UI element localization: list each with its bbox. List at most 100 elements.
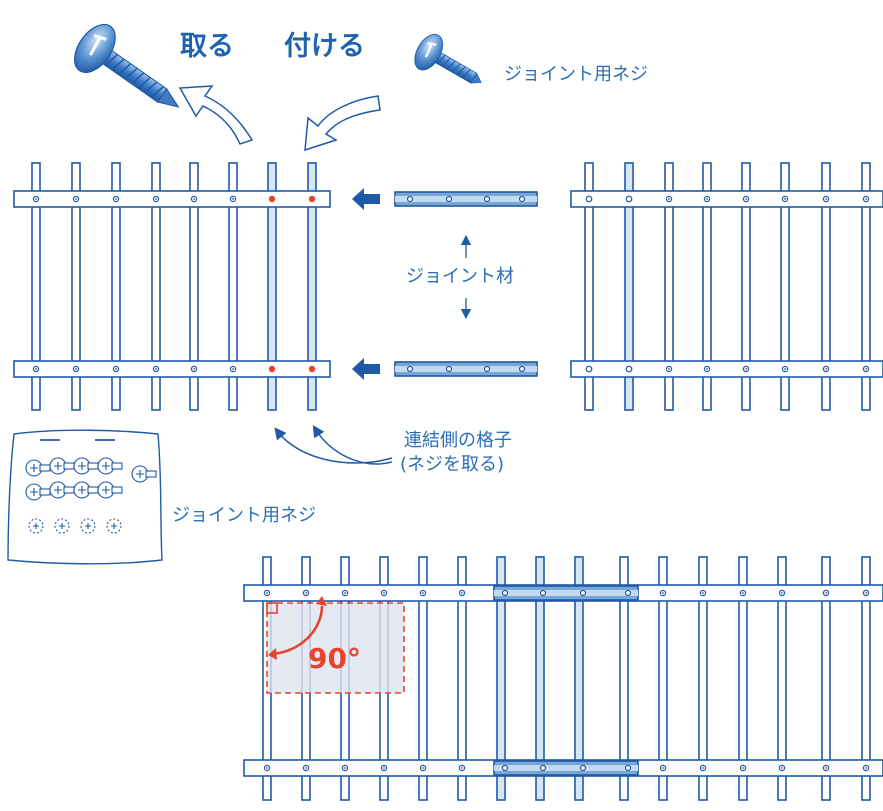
connect-side-note: (ネジを取る) [400, 454, 505, 475]
joint-screw-hole [579, 589, 587, 597]
screw-hole-dot [155, 368, 157, 370]
screw-hole-dot [662, 592, 664, 594]
removed-screw-dot [308, 365, 316, 373]
screw-hole-dot [781, 592, 783, 594]
screw-hole-dot [706, 368, 708, 370]
screw-hole-dot [266, 767, 268, 769]
screw-shaft [63, 462, 75, 470]
cross-slot [54, 462, 62, 470]
picket [664, 162, 674, 411]
cross-slot [59, 523, 65, 529]
removed-screw-dot [308, 195, 316, 203]
right-angle-guide [266, 596, 405, 694]
screw-hole [585, 365, 593, 373]
screw-shaft [111, 462, 123, 470]
screw-hole-dot [784, 368, 786, 370]
picket [698, 556, 708, 801]
joint-screw-hole [539, 764, 547, 772]
curved-arrow-icon [274, 427, 393, 464]
screw-hole-dot [662, 767, 664, 769]
picket [111, 162, 121, 411]
remove-arrow-icon [178, 85, 254, 145]
screw-box [7, 429, 163, 565]
curved-arrow-icon [312, 424, 393, 465]
screw-hole-dot [305, 592, 307, 594]
picket [619, 556, 629, 801]
attach-label: 付ける [284, 31, 365, 62]
screw-hole-dot [115, 198, 117, 200]
screw-hole-dot [745, 198, 747, 200]
screw-hole-dot [461, 767, 463, 769]
screw-hole-dot [75, 368, 77, 370]
screw-hole-dot [383, 592, 385, 594]
cross-slot [102, 462, 110, 470]
screw-hole-dot [155, 198, 157, 200]
push-arrow-icon [352, 188, 380, 210]
cross-slot [30, 464, 38, 472]
picket [658, 556, 668, 801]
screw-hole [625, 365, 633, 373]
left-fence-section [13, 162, 331, 411]
screw-hole-dot [781, 767, 783, 769]
joint-screw-hole [539, 589, 547, 597]
screw-shaft [39, 464, 51, 472]
picket [31, 162, 41, 411]
joint-screw-hole [579, 764, 587, 772]
cross-slot [30, 488, 38, 496]
screw-remove-icon [74, 23, 180, 108]
picket [535, 556, 545, 801]
picket [496, 556, 506, 801]
picket [151, 162, 161, 411]
screw-hole-dot [422, 592, 424, 594]
picket [418, 556, 428, 801]
screw-hole-dot [383, 767, 385, 769]
angle-label: 90° [308, 642, 361, 675]
screw-hole-dot [232, 198, 234, 200]
picket [71, 162, 81, 411]
joint-member-bottom [394, 361, 538, 377]
rail [570, 360, 883, 378]
screw-hole-dot [706, 198, 708, 200]
screw-hole-dot [115, 368, 117, 370]
screw-hole-dot [668, 368, 670, 370]
cross-slot [111, 523, 117, 529]
cross-slot [136, 470, 144, 478]
joint-screw-hole [624, 764, 632, 772]
picket [738, 556, 748, 801]
picket [228, 162, 238, 411]
screw-shaft [87, 462, 99, 470]
picket [777, 556, 787, 801]
rail [13, 190, 331, 208]
screw-hole-dot [422, 767, 424, 769]
rail [13, 360, 331, 378]
cross-slot [33, 523, 39, 529]
screw-attach-icon [414, 33, 482, 84]
joint-screw-hole [501, 589, 509, 597]
joint-member-highlight [494, 765, 638, 771]
screw-shaft [39, 488, 51, 496]
cross-slot [85, 523, 91, 529]
screw-hole [585, 195, 593, 203]
screw-hole-dot [865, 592, 867, 594]
screw-shaft [63, 486, 75, 494]
screw-hole-dot [825, 198, 827, 200]
screw-hole-dot [784, 198, 786, 200]
joint-member-highlight [494, 590, 638, 596]
screw-hole-dot [193, 198, 195, 200]
screw-shaft [87, 486, 99, 494]
picket [307, 162, 317, 411]
screw-hole-dot [865, 368, 867, 370]
picket [624, 162, 634, 411]
screw-hole-dot [668, 198, 670, 200]
removed-screw-dot [268, 365, 276, 373]
joint-screw-label-box: ジョイント用ネジ [172, 505, 316, 526]
picket [457, 556, 467, 801]
screw-hole-dot [75, 198, 77, 200]
screw-hole [625, 195, 633, 203]
joint-screw-label-top: ジョイント用ネジ [504, 64, 648, 85]
rail [570, 190, 883, 208]
screw-hole-dot [461, 592, 463, 594]
picket [267, 162, 277, 411]
connect-side-label: 連結側の格子 [404, 430, 512, 451]
